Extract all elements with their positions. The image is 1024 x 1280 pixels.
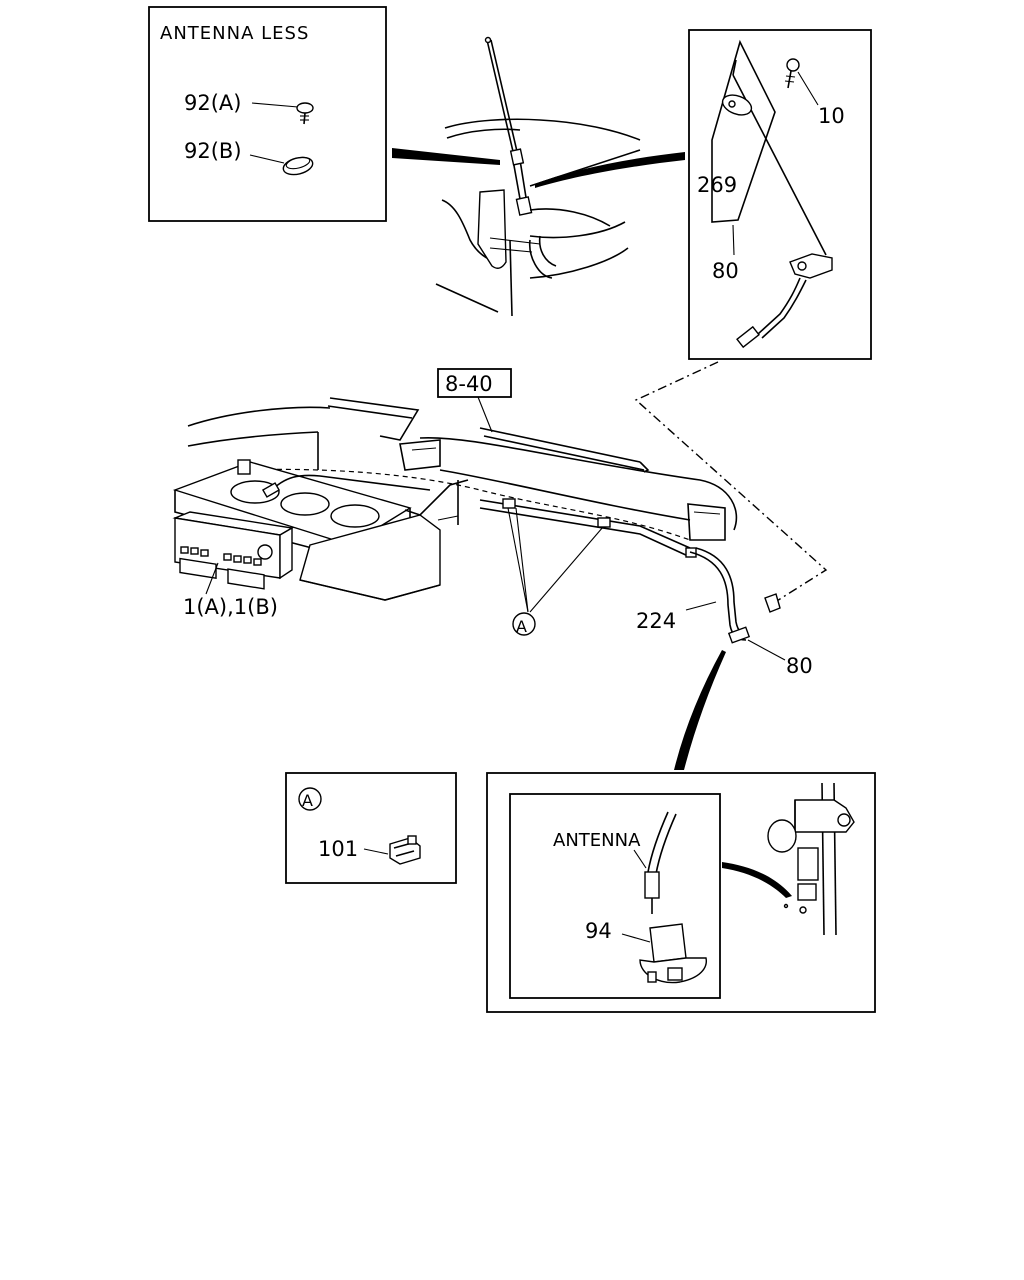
- cable-socket: [764, 593, 781, 613]
- ref-box-8-40: [437, 368, 512, 398]
- antenna-socket: [797, 883, 817, 901]
- leader-101: [363, 848, 389, 855]
- bracket-plate: [711, 39, 776, 223]
- round-port: [767, 819, 797, 853]
- label-269: 269: [697, 173, 737, 197]
- leader-antenna: [633, 849, 647, 869]
- leader-224: [685, 601, 717, 611]
- cable-connector: [736, 325, 760, 349]
- antenna-plug: [644, 871, 660, 899]
- bolt-10-part: [784, 58, 800, 89]
- lower-mount-bracket: [789, 253, 833, 279]
- pointer-wedge-right: [535, 152, 685, 188]
- radio-back-panel: [767, 782, 855, 936]
- cupholder-2: [280, 492, 330, 516]
- leader-10: [797, 71, 819, 106]
- label-80-main: 80: [786, 654, 813, 678]
- socket-94-part: [639, 923, 707, 984]
- clip-inset: A 101: [285, 772, 457, 884]
- label-radio: 1(A),1(B): [183, 595, 278, 619]
- label-94: 94: [585, 919, 612, 943]
- leader-92a: [251, 102, 299, 108]
- antenna-base-nut: [721, 94, 753, 116]
- label-antenna: ANTENNA: [553, 830, 641, 851]
- antenna-less-title: ANTENNA LESS: [160, 23, 309, 44]
- label-92a: 92(A): [184, 91, 241, 115]
- pointer-wedge-left: [392, 148, 500, 165]
- leader-radio: [205, 562, 219, 595]
- harness-clip-2: [597, 517, 611, 528]
- label-101: 101: [318, 837, 358, 861]
- screw-92a-part: [296, 102, 314, 125]
- label-80-top: 80: [712, 259, 739, 283]
- antenna-less-inset: ANTENNA LESS 92(A) 92(B): [148, 6, 387, 222]
- rect-port: [797, 847, 819, 881]
- antenna-mount-inset: 10 269 80: [688, 29, 872, 360]
- antenna-less-frame: [148, 6, 387, 222]
- plug-92b-part: [282, 156, 314, 176]
- leader-80-main: [747, 639, 786, 661]
- shelf-tab: [237, 459, 251, 475]
- pointer-wedge-down: [674, 650, 726, 770]
- clip-marker-label: A: [516, 617, 527, 636]
- radio-knob: [257, 544, 273, 560]
- antenna-fender-view: [435, 36, 641, 317]
- antenna-mount-frame: [688, 29, 872, 360]
- radio-display-left: [179, 557, 217, 580]
- cable-end-connector: [727, 626, 751, 644]
- harness-clip-1: [502, 498, 516, 509]
- label-224: 224: [636, 609, 676, 633]
- radio-display-right: [227, 568, 265, 590]
- routing-dash-line: [634, 361, 828, 605]
- clip-inset-marker: [298, 787, 322, 811]
- clip-101-part: [389, 835, 421, 865]
- leader-80-top: [732, 224, 735, 256]
- dashboard-assembly: 8-40: [172, 368, 813, 678]
- pointer-wedge-inner: [722, 862, 792, 898]
- clip-inset-marker-label: A: [302, 791, 313, 810]
- label-92b: 92(B): [184, 139, 242, 163]
- ref-box-label: 8-40: [445, 372, 493, 396]
- clip-marker-circle: [512, 612, 536, 636]
- leader-92b: [249, 154, 285, 164]
- radio-unit: [172, 511, 295, 590]
- connector-inset: ANTENNA 94: [486, 772, 876, 1013]
- leader-94: [621, 933, 651, 943]
- cupholder-3: [330, 504, 380, 528]
- label-10: 10: [818, 104, 845, 128]
